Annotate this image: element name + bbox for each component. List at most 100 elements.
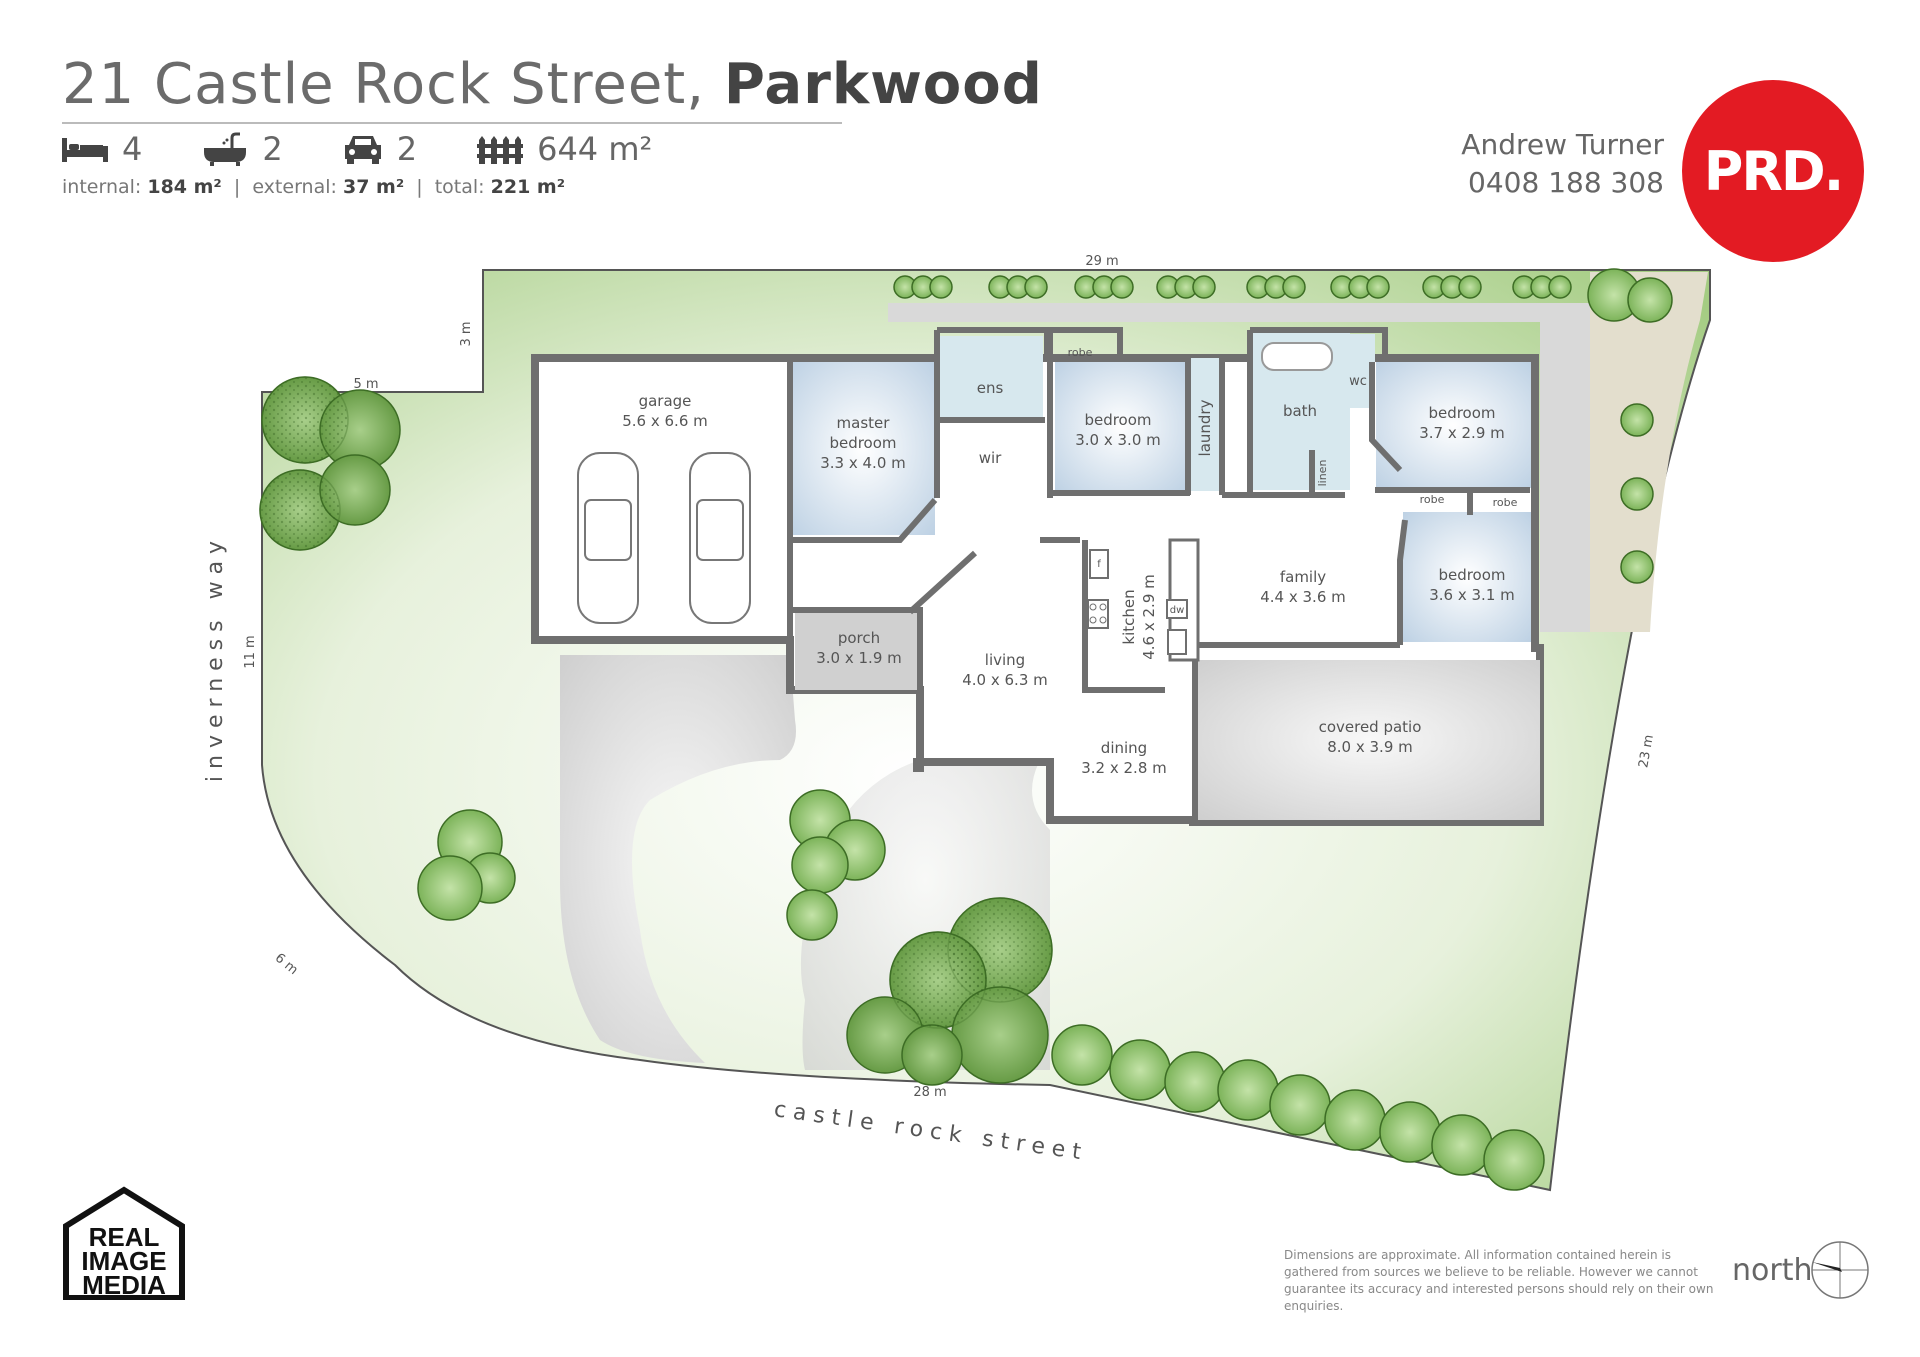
address-suburb: Parkwood <box>723 52 1043 117</box>
prd-logo: PRD. <box>1682 80 1864 262</box>
logo-line-3: MEDIA <box>82 1270 166 1300</box>
address-street: 21 Castle Rock Street, <box>62 52 706 117</box>
internal-label: internal: <box>62 176 142 198</box>
logo-line-1: REAL <box>89 1222 160 1252</box>
bath-icon <box>204 132 247 166</box>
side-garden-bed <box>1590 272 1708 632</box>
agent-phone: 0408 188 308 <box>1468 166 1664 199</box>
baths-stat: 2 <box>202 130 283 168</box>
master-label-1: master <box>837 414 891 432</box>
land-stat: 644 m² <box>477 130 652 168</box>
patio-size: 8.0 x 3.9 m <box>1327 738 1413 756</box>
robe-label-2: robe <box>1420 493 1445 506</box>
bedroom-3-label: bedroom <box>1428 404 1495 422</box>
living-label: living <box>985 651 1025 669</box>
fridge-label: f <box>1097 559 1101 570</box>
bedroom-3-size: 3.7 x 2.9 m <box>1419 424 1505 442</box>
bath-label: bath <box>1283 402 1317 420</box>
bedroom-4-size: 3.6 x 3.1 m <box>1429 586 1515 604</box>
cars-count: 2 <box>396 130 418 168</box>
driveway <box>560 655 796 1063</box>
dishwasher <box>1166 599 1188 619</box>
robe-label-3: robe <box>1493 496 1518 509</box>
bedroom-2-label: bedroom <box>1084 411 1151 429</box>
area-summary: internal: 184 m² | external: 37 m² | tot… <box>62 176 566 198</box>
top-hedge <box>893 268 1673 584</box>
bedroom-2-size: 3.0 x 3.0 m <box>1075 431 1161 449</box>
wc-label: wc <box>1349 374 1367 389</box>
property-stats: 4 2 2 644 m² <box>62 130 652 168</box>
garage-label: garage <box>639 392 692 410</box>
wir-label: wir <box>979 449 1002 467</box>
dim-left-step: 3 m <box>459 321 474 346</box>
laundry-label: laundry <box>1196 399 1214 456</box>
total-label: total: <box>434 176 485 198</box>
dim-top: 29 m <box>1085 254 1118 269</box>
garage-cars <box>577 452 751 624</box>
external-label: external: <box>252 176 337 198</box>
fridge <box>1089 549 1109 579</box>
north-indicator: north <box>1732 1238 1872 1302</box>
laundry-fill <box>1190 358 1220 491</box>
car-icon <box>344 136 381 164</box>
robe-label-1: robe <box>1068 346 1093 359</box>
dim-corner: 6 m <box>272 951 301 979</box>
beds-count: 4 <box>122 130 143 168</box>
living-size: 4.0 x 6.3 m <box>962 671 1048 689</box>
patio-fill <box>1198 660 1540 820</box>
agent-name: Andrew Turner <box>1461 128 1664 161</box>
master-size: 3.3 x 4.0 m <box>820 454 906 472</box>
bedroom-2-fill <box>1055 362 1187 492</box>
porch-fill <box>795 610 920 690</box>
kitchen-size: 4.6 x 2.9 m <box>1140 574 1158 660</box>
fence-icon <box>477 136 524 164</box>
linen-label: linen <box>1316 460 1329 487</box>
dining-size: 3.2 x 2.8 m <box>1081 759 1167 777</box>
land-size: 644 m² <box>537 130 653 168</box>
dining-label: dining <box>1101 739 1147 757</box>
patio-label: covered patio <box>1319 718 1422 736</box>
internal-area: 184 m² <box>147 176 222 198</box>
front-hedge <box>1051 1024 1545 1191</box>
agent-contact: Andrew Turner 0408 188 308 <box>1461 126 1664 202</box>
bedroom-4-fill <box>1403 512 1531 642</box>
dim-left: 11 m <box>243 635 258 668</box>
left-trees <box>259 376 516 921</box>
kitchen-sink <box>1167 629 1187 655</box>
dim-left-top: 5 m <box>353 377 378 392</box>
garage-size: 5.6 x 6.6 m <box>622 412 708 430</box>
baths-count: 2 <box>262 130 283 168</box>
family-size: 4.4 x 3.6 m <box>1260 588 1346 606</box>
logo-line-2: IMAGE <box>81 1246 166 1276</box>
header-divider <box>62 122 842 124</box>
porch-size: 3.0 x 1.9 m <box>816 649 902 667</box>
compass-icon <box>1811 1241 1870 1299</box>
disclaimer-text: Dimensions are approximate. All informat… <box>1284 1248 1714 1313</box>
dim-bottom: 28 m <box>913 1085 946 1100</box>
side-street-name: inverness way <box>203 534 228 782</box>
external-area: 37 m² <box>342 176 405 198</box>
ensuite-label: ens <box>977 379 1004 397</box>
real-image-media-logo: REAL IMAGE MEDIA <box>62 1186 186 1304</box>
bathtub <box>1261 342 1333 371</box>
master-label-2: bedroom <box>829 434 896 452</box>
bed-icon <box>62 138 108 162</box>
bedroom-3-fill <box>1376 362 1531 488</box>
family-label: family <box>1280 568 1326 586</box>
property-address: 21 Castle Rock Street, Parkwood <box>62 52 1043 117</box>
north-label: north <box>1732 1252 1813 1288</box>
cooktop <box>1087 599 1109 629</box>
porch-label: porch <box>838 629 880 647</box>
master-bedroom-fill <box>790 362 935 535</box>
centre-trees <box>786 789 1053 1086</box>
beds-stat: 4 <box>62 130 142 168</box>
dishwasher-label: dw <box>1170 605 1185 616</box>
kitchen-label: kitchen <box>1120 589 1138 644</box>
front-street-name: castle rock street <box>772 1097 1089 1166</box>
dim-right: 23 m <box>1636 734 1657 769</box>
bedroom-4-label: bedroom <box>1438 566 1505 584</box>
cars-stat: 2 <box>343 130 417 168</box>
ensuite-fill <box>940 336 1043 419</box>
total-area: 221 m² <box>490 176 566 198</box>
